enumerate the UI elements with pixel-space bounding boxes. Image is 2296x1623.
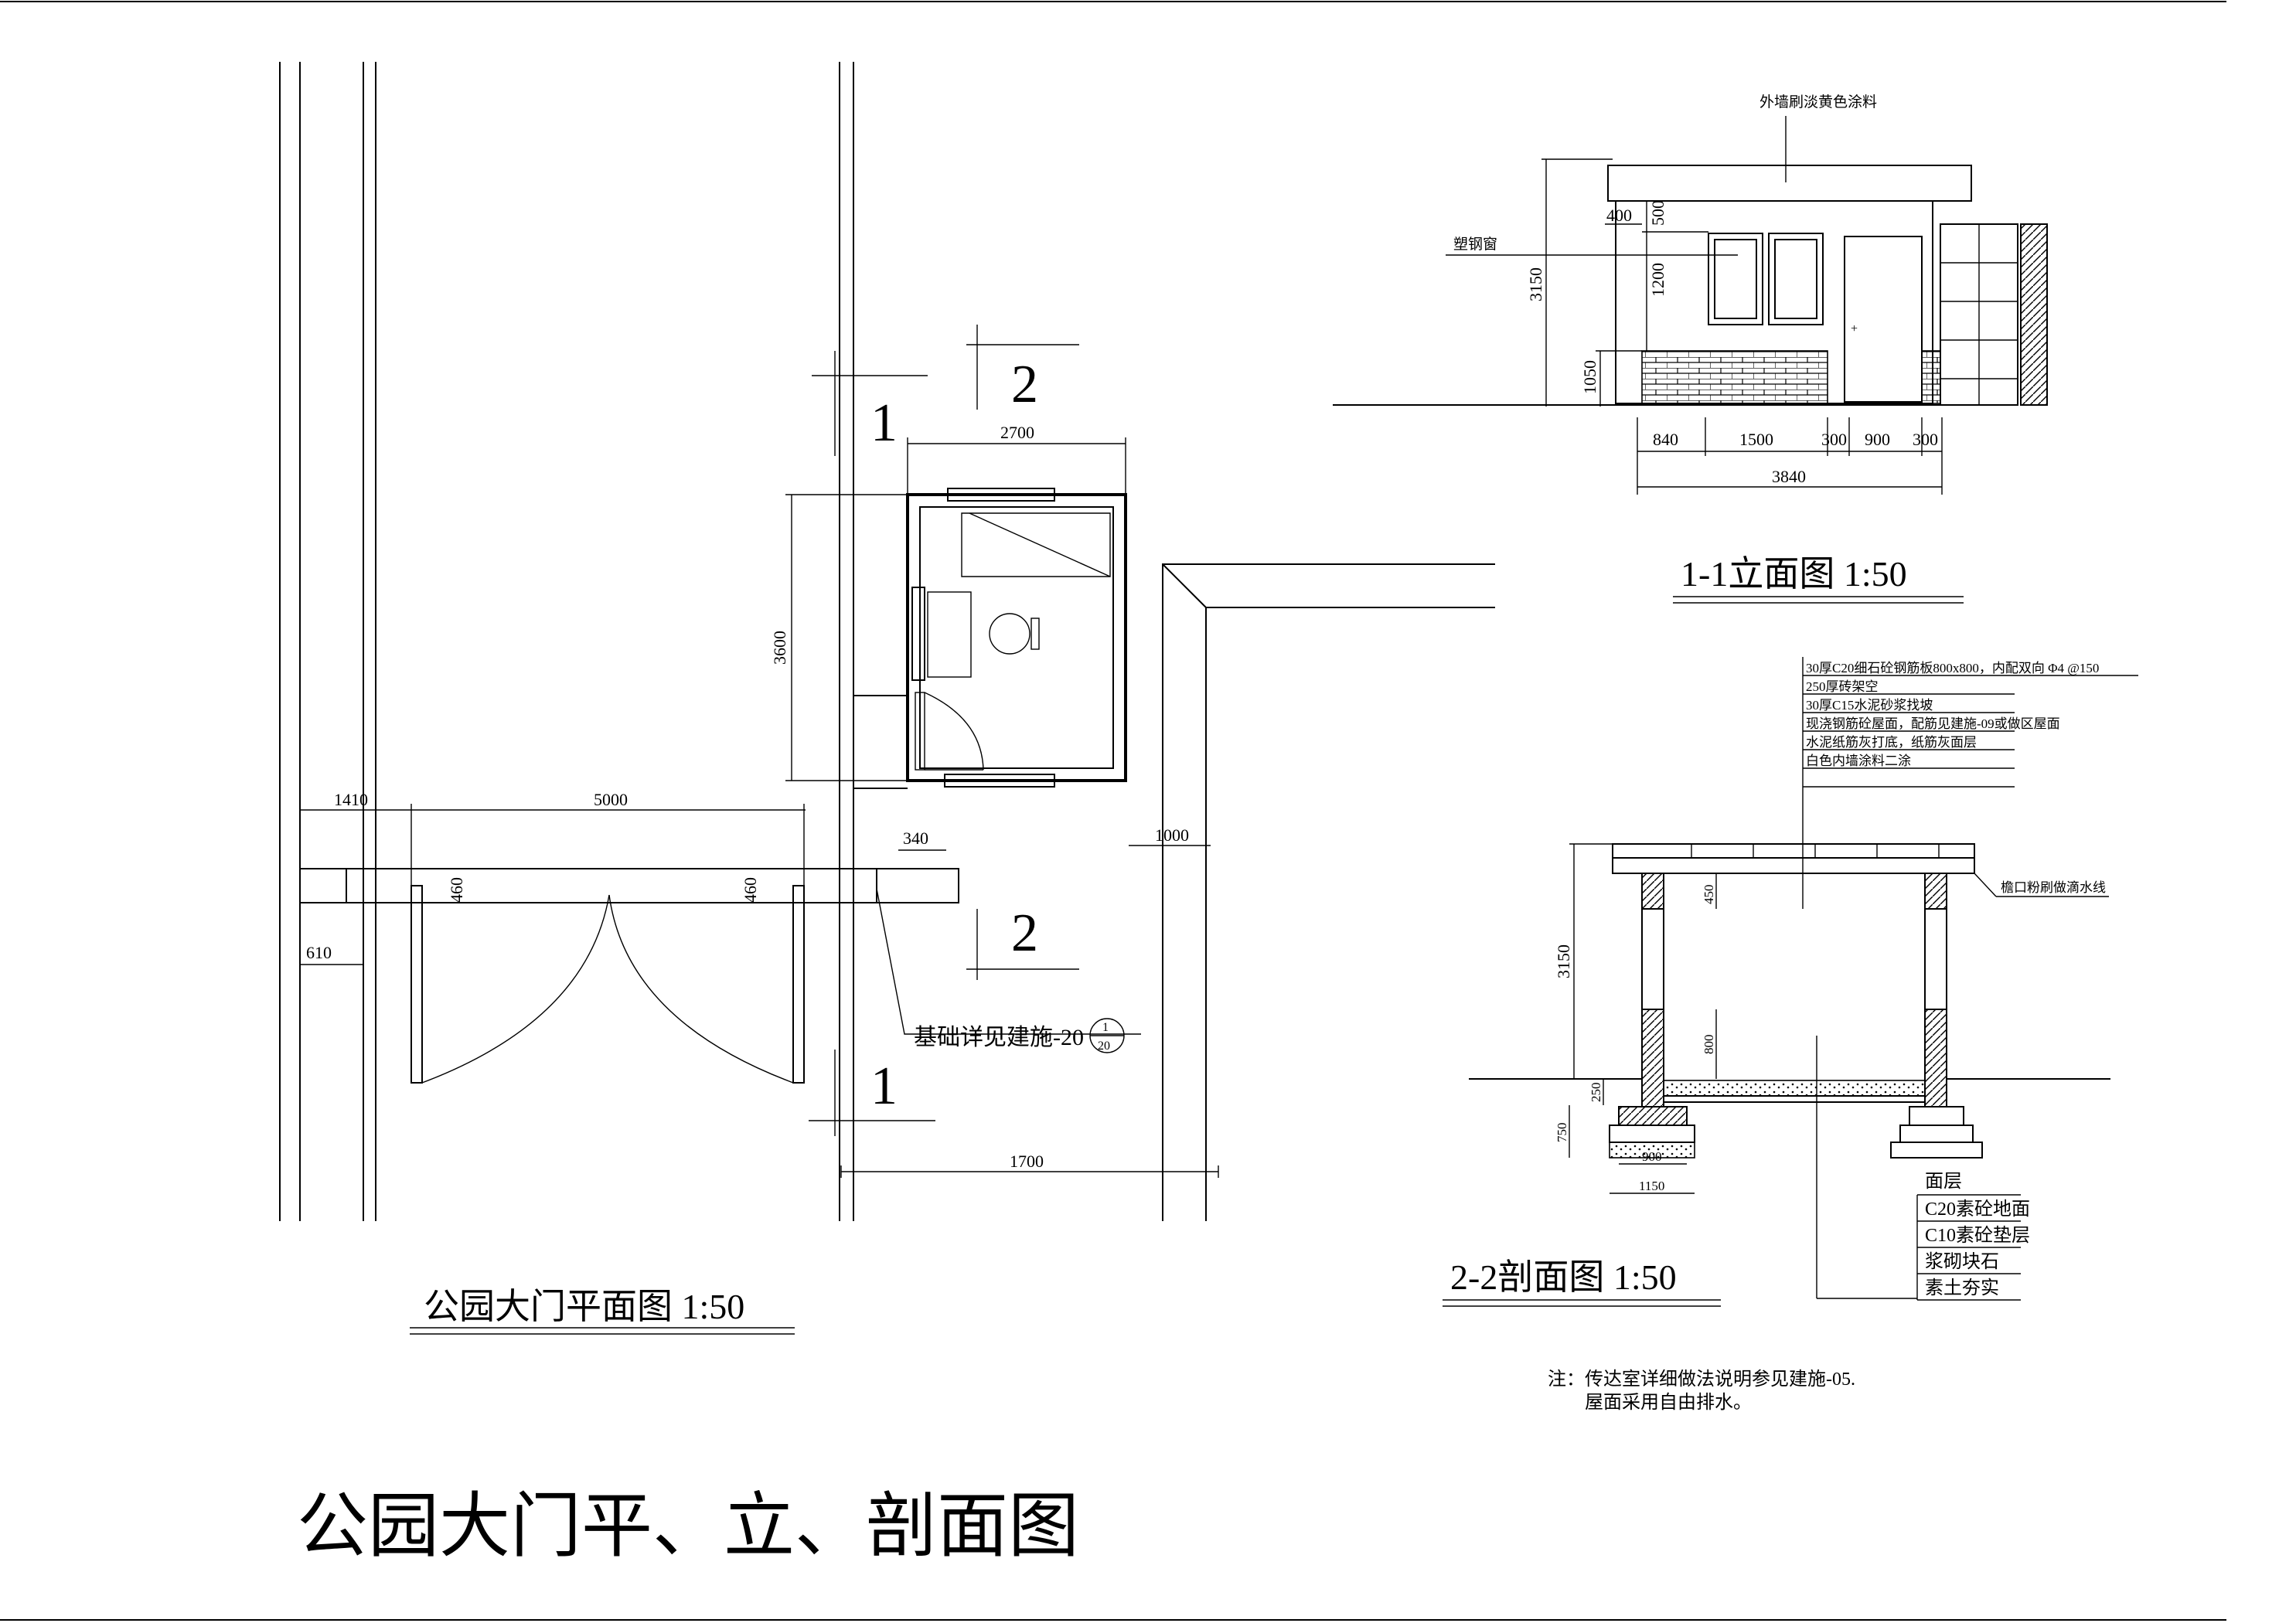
elev-dim-1200: 1200 [1648,263,1667,297]
svg-text:1: 1 [870,393,898,453]
elev-dim-3150: 3150 [1526,267,1545,301]
floor-layer-4: 素土夯实 [1925,1278,1999,1298]
elev-dim-900: 900 [1865,430,1890,449]
plan-title: 公园大门平面图 1:50 [424,1287,744,1326]
eave-note: 檐口粉刷做滴水线 [2001,880,2106,895]
plan-dim-460-left: 460 [447,877,466,903]
plan-dim-5000: 5000 [594,790,628,809]
guard-room [853,488,1127,789]
roof-layer-3: 30厚C15水泥砂浆找坡 [1806,698,1933,713]
note-line-1: 注：传达室详细做法说明参见建施-05. [1548,1369,1855,1390]
svg-text:+: + [1851,322,1858,335]
roof-layer-notes: 30厚C20细石砼钢筋板800x800，内配双向 Φ4 @150 250厚砖架空… [1802,657,2138,909]
floor-layer-1: C20素砼地面 [1925,1199,2030,1220]
main-title: 公园大门平、立、剖面图 [297,1487,1079,1566]
section-dim-800: 800 [1702,1035,1716,1055]
elev-dim-840: 840 [1653,430,1678,449]
plan-dim-460-right: 460 [741,877,760,903]
section-mark-2-bottom: 2 [966,903,1079,980]
elev-dim-300-left: 300 [1821,430,1847,449]
section-dim-900: 900 [1642,1149,1662,1164]
svg-text:20: 20 [1098,1039,1110,1053]
section-dim-750: 750 [1555,1123,1569,1143]
elevation-title: 1-1立面图 1:50 [1681,554,1907,594]
svg-text:1: 1 [870,1056,898,1116]
floor-layer-2: C10素砼垫层 [1925,1225,2030,1246]
plan-dim-340: 340 [903,829,928,848]
elev-dim-300-right: 300 [1913,430,1938,449]
section-mark-1-bottom: 1 [809,1050,935,1136]
plan-view: 2700 3600 1410 5000 610 460 460 340 1000… [279,62,1495,1335]
svg-text:1: 1 [1102,1021,1109,1034]
general-notes: 注：传达室详细做法说明参见建施-05. 屋面采用自由排水。 [1548,1369,1855,1413]
plan-dim-1700: 1700 [1010,1152,1044,1171]
svg-text:2: 2 [1011,903,1038,963]
section-view: 30厚C20细石砼钢筋板800x800，内配双向 Φ4 @150 250厚砖架空… [1443,657,2138,1307]
section-dim-450: 450 [1702,885,1716,905]
plan-dim-2700: 2700 [1000,423,1034,442]
window-note: 塑钢窗 [1453,236,1497,253]
elev-dim-500: 500 [1648,200,1667,226]
roof-layer-2: 250厚砖架空 [1806,679,1879,694]
roof-layer-4: 现浇钢筋砼屋面，配筋见建施-09或做区屋面 [1806,716,2060,731]
section-mark-2-top: 2 [966,325,1079,414]
floor-layer-table: 面层 C20素砼地面 C10素砼垫层 浆砌块石 素土夯实 [1916,1172,2030,1301]
note-line-2: 屋面采用自由排水。 [1585,1392,1752,1413]
roof-layer-1: 30厚C20细石砼钢筋板800x800，内配双向 Φ4 @150 [1806,661,2099,675]
elev-dim-400: 400 [1606,206,1632,225]
roof-layer-5: 水泥纸筋灰打底，纸筋灰面层 [1806,735,1977,750]
section-title: 2-2剖面图 1:50 [1450,1257,1677,1297]
plan-dim-1000: 1000 [1155,825,1189,845]
section-mark-1-top: 1 [812,351,928,456]
floor-layer-3: 浆砌块石 [1925,1251,1999,1272]
floor-header: 面层 [1925,1172,1962,1192]
plan-dim-1410: 1410 [334,790,368,809]
elev-dim-3840: 3840 [1772,467,1806,486]
elevation-view: 外墙刷淡黄色涂料 塑钢窗 + 3150 1050 1200 500 [1333,94,2048,604]
section-dim-250: 250 [1589,1083,1603,1103]
wall-paint-note: 外墙刷淡黄色涂料 [1759,94,1877,111]
section-dim-1150: 1150 [1639,1179,1664,1193]
foundation-note: 基础详见建施-20 [914,1025,1084,1050]
elev-dim-1500: 1500 [1739,430,1773,449]
roof-layer-6: 白色内墙涂料二涂 [1806,754,1911,768]
plan-dim-3600: 3600 [770,631,789,665]
plan-dim-610: 610 [306,943,332,962]
detail-reference-bubble: 1 20 [1089,1018,1125,1053]
section-dim-3150: 3150 [1554,944,1573,978]
elev-dim-1050: 1050 [1580,360,1599,394]
svg-text:2: 2 [1011,355,1038,414]
